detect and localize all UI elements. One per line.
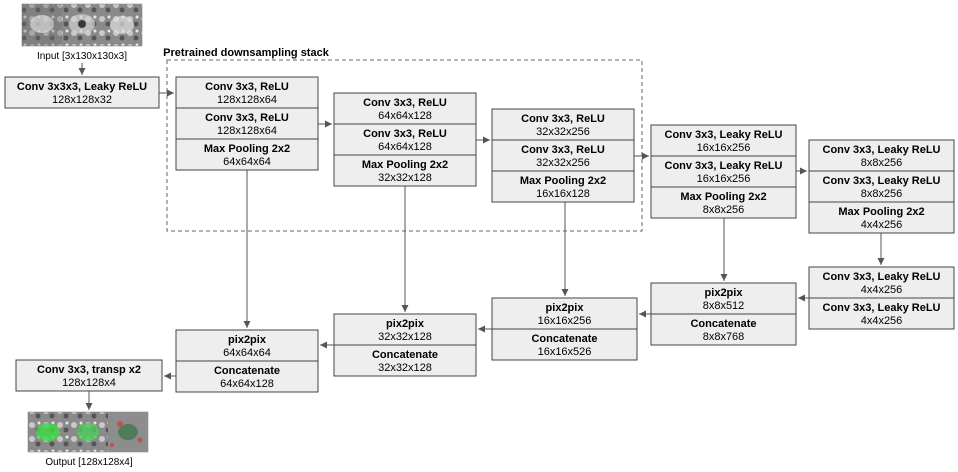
layer-dims: 4x4x256 (861, 284, 903, 296)
layer-title: Max Pooling 2x2 (362, 159, 448, 171)
output-image (27, 411, 149, 453)
layer-title: pix2pix (705, 287, 744, 299)
output-label: Output [128x128x4] (45, 457, 133, 468)
layer-box (491, 139, 635, 172)
input-label: Input [3x130x130x3] (37, 51, 127, 62)
layer-box (491, 297, 638, 330)
layer-dims: 8x8x768 (703, 331, 745, 343)
layer-box (4, 76, 160, 109)
layer-dims: 32x32x256 (536, 157, 590, 169)
layer-title: Max Pooling 2x2 (204, 143, 290, 155)
layer-box (650, 186, 797, 219)
layer-dims: 8x8x256 (861, 188, 903, 200)
layer-box (491, 108, 635, 141)
layer-title: Conv 3x3, ReLU (205, 112, 289, 124)
layer-dims: 32x32x128 (378, 172, 432, 184)
layer-title: Conv 3x3, ReLU (363, 128, 447, 140)
layer-dims: 16x16x256 (697, 142, 751, 154)
layer-title: pix2pix (546, 302, 585, 314)
layer-title: Max Pooling 2x2 (520, 175, 606, 187)
layer-box (333, 344, 477, 377)
layer-title: Conv 3x3, Leaky ReLU (823, 175, 941, 187)
layer-dims: 64x64x128 (220, 378, 274, 390)
layer-title: Conv 3x3, Leaky ReLU (823, 144, 941, 156)
layer-box (175, 107, 319, 140)
layer-title: Concatenate (372, 349, 438, 361)
layer-box (808, 201, 955, 234)
layer-title: Conv 3x3, ReLU (205, 81, 289, 93)
layer-dims: 32x32x128 (378, 362, 432, 374)
layer-box (808, 297, 955, 330)
layer-box (333, 313, 477, 346)
layer-title: Conv 3x3, ReLU (363, 97, 447, 109)
layer-dims: 64x64x128 (378, 141, 432, 153)
input-image (21, 3, 143, 47)
layer-box (808, 139, 955, 172)
layer-dims: 16x16x256 (697, 173, 751, 185)
layer-title: Concatenate (531, 333, 597, 345)
layer-title: pix2pix (386, 318, 425, 330)
layer-dims: 128x128x32 (52, 94, 112, 106)
layer-dims: 4x4x256 (861, 219, 903, 231)
layer-title: Conv 3x3, Leaky ReLU (823, 271, 941, 283)
layer-box (808, 266, 955, 299)
layer-title: Concatenate (214, 365, 280, 377)
layer-box (650, 282, 797, 315)
layer-title: Conv 3x3x3, Leaky ReLU (17, 81, 147, 93)
layer-dims: 8x8x256 (861, 157, 903, 169)
layer-box (333, 154, 477, 187)
layer-dims: 16x16x256 (538, 315, 592, 327)
layer-box (491, 328, 638, 361)
layer-title: Conv 3x3, Leaky ReLU (823, 302, 941, 314)
layer-title: Concatenate (690, 318, 756, 330)
layer-title: Conv 3x3, ReLU (521, 113, 605, 125)
layer-dims: 8x8x512 (703, 300, 745, 312)
layer-dims: 128x128x64 (217, 125, 277, 137)
layer-dims: 64x64x64 (223, 156, 271, 168)
layer-box (175, 360, 319, 393)
layer-title: Max Pooling 2x2 (838, 206, 924, 218)
layer-title: Conv 3x3, Leaky ReLU (665, 129, 783, 141)
layer-box (175, 138, 319, 171)
layer-dims: 16x16x128 (536, 188, 590, 200)
layer-title: Conv 3x3, Leaky ReLU (665, 160, 783, 172)
layer-dims: 8x8x256 (703, 204, 745, 216)
layer-title: Conv 3x3, ReLU (521, 144, 605, 156)
layer-dims: 128x128x64 (217, 94, 277, 106)
layer-dims: 128x128x4 (62, 377, 116, 389)
layer-box (175, 329, 319, 362)
layer-box (650, 124, 797, 157)
layer-title: Max Pooling 2x2 (680, 191, 766, 203)
layer-dims: 4x4x256 (861, 315, 903, 327)
layer-box (175, 76, 319, 109)
layer-box (491, 170, 635, 203)
layer-dims: 32x32x256 (536, 126, 590, 138)
layer-box (333, 92, 477, 125)
pretrained-label: Pretrained downsampling stack (163, 47, 330, 59)
layer-title: Conv 3x3, transp x2 (37, 364, 141, 376)
layer-dims: 16x16x526 (538, 346, 592, 358)
layer-box (15, 359, 163, 392)
layer-dims: 64x64x128 (378, 110, 432, 122)
layer-dims: 32x32x128 (378, 331, 432, 343)
layer-dims: 64x64x64 (223, 347, 271, 359)
layer-box (650, 313, 797, 346)
layer-title: pix2pix (228, 334, 267, 346)
layer-box (808, 170, 955, 203)
